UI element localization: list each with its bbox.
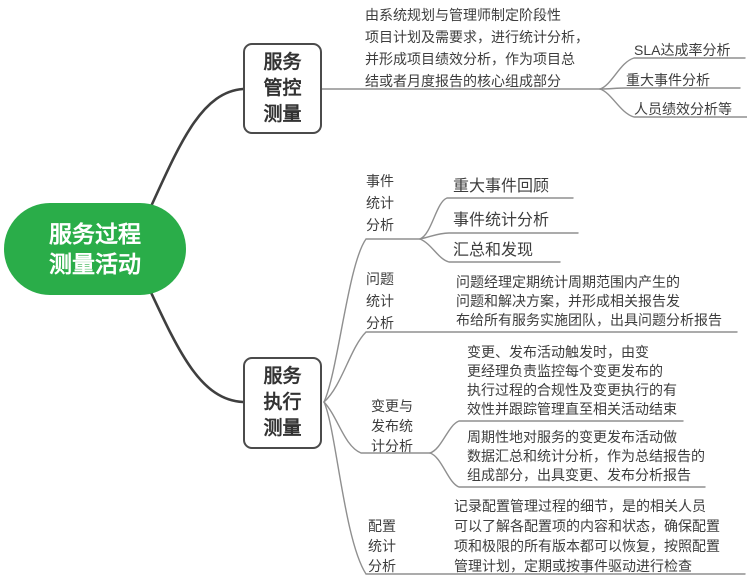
description-problem-statistics[interactable]: 问题经理定期统计周期范围内产生的 问题和解决方案，并形成相关报告发 布给所有服务… [456,274,722,328]
item-staff-performance-analysis[interactable]: 人员绩效分析等 [634,101,732,117]
description-change-trigger[interactable]: 变更、发布活动触发时，由变 更经理负责监控每个变更发布的 执行过程的合规性及变更… [467,344,677,417]
item-incident-statistics-analysis[interactable]: 事件统计分析 [453,212,550,229]
item-major-incident-analysis[interactable]: 重大事件分析 [626,72,710,88]
root-node[interactable]: 服务过程 测量活动 [4,203,186,295]
label-change-release-statistics[interactable]: 变更与 发布统 计分析 [371,398,413,454]
branch-node-service-control[interactable]: 服务 管控 测量 [243,43,322,134]
item-sla-analysis[interactable]: SLA达成率分析 [634,42,731,58]
description-service-control[interactable]: 由系统规划与管理师制定阶段性 项目计划及需要求，进行统计分析， 并形成项目绩效分… [365,7,589,89]
description-configuration-statistics[interactable]: 记录配置管理过程的细节，是的相关人员 可以了解各配置项的内容和状态，确保配置 项… [454,498,720,574]
item-summary-and-findings[interactable]: 汇总和发现 [453,242,534,259]
branch-node-service-execution[interactable]: 服务 执行 测量 [243,357,322,449]
description-change-periodic[interactable]: 周期性地对服务的变更发布活动做 数据汇总和统计分析，作为总结报告的 组成部分，出… [467,429,705,483]
label-incident-statistics[interactable]: 事件 统计 分析 [366,173,394,233]
item-major-incident-review[interactable]: 重大事件回顾 [453,178,550,195]
label-problem-statistics[interactable]: 问题 统计 分析 [366,271,394,331]
label-configuration-statistics[interactable]: 配置 统计 分析 [368,518,396,574]
